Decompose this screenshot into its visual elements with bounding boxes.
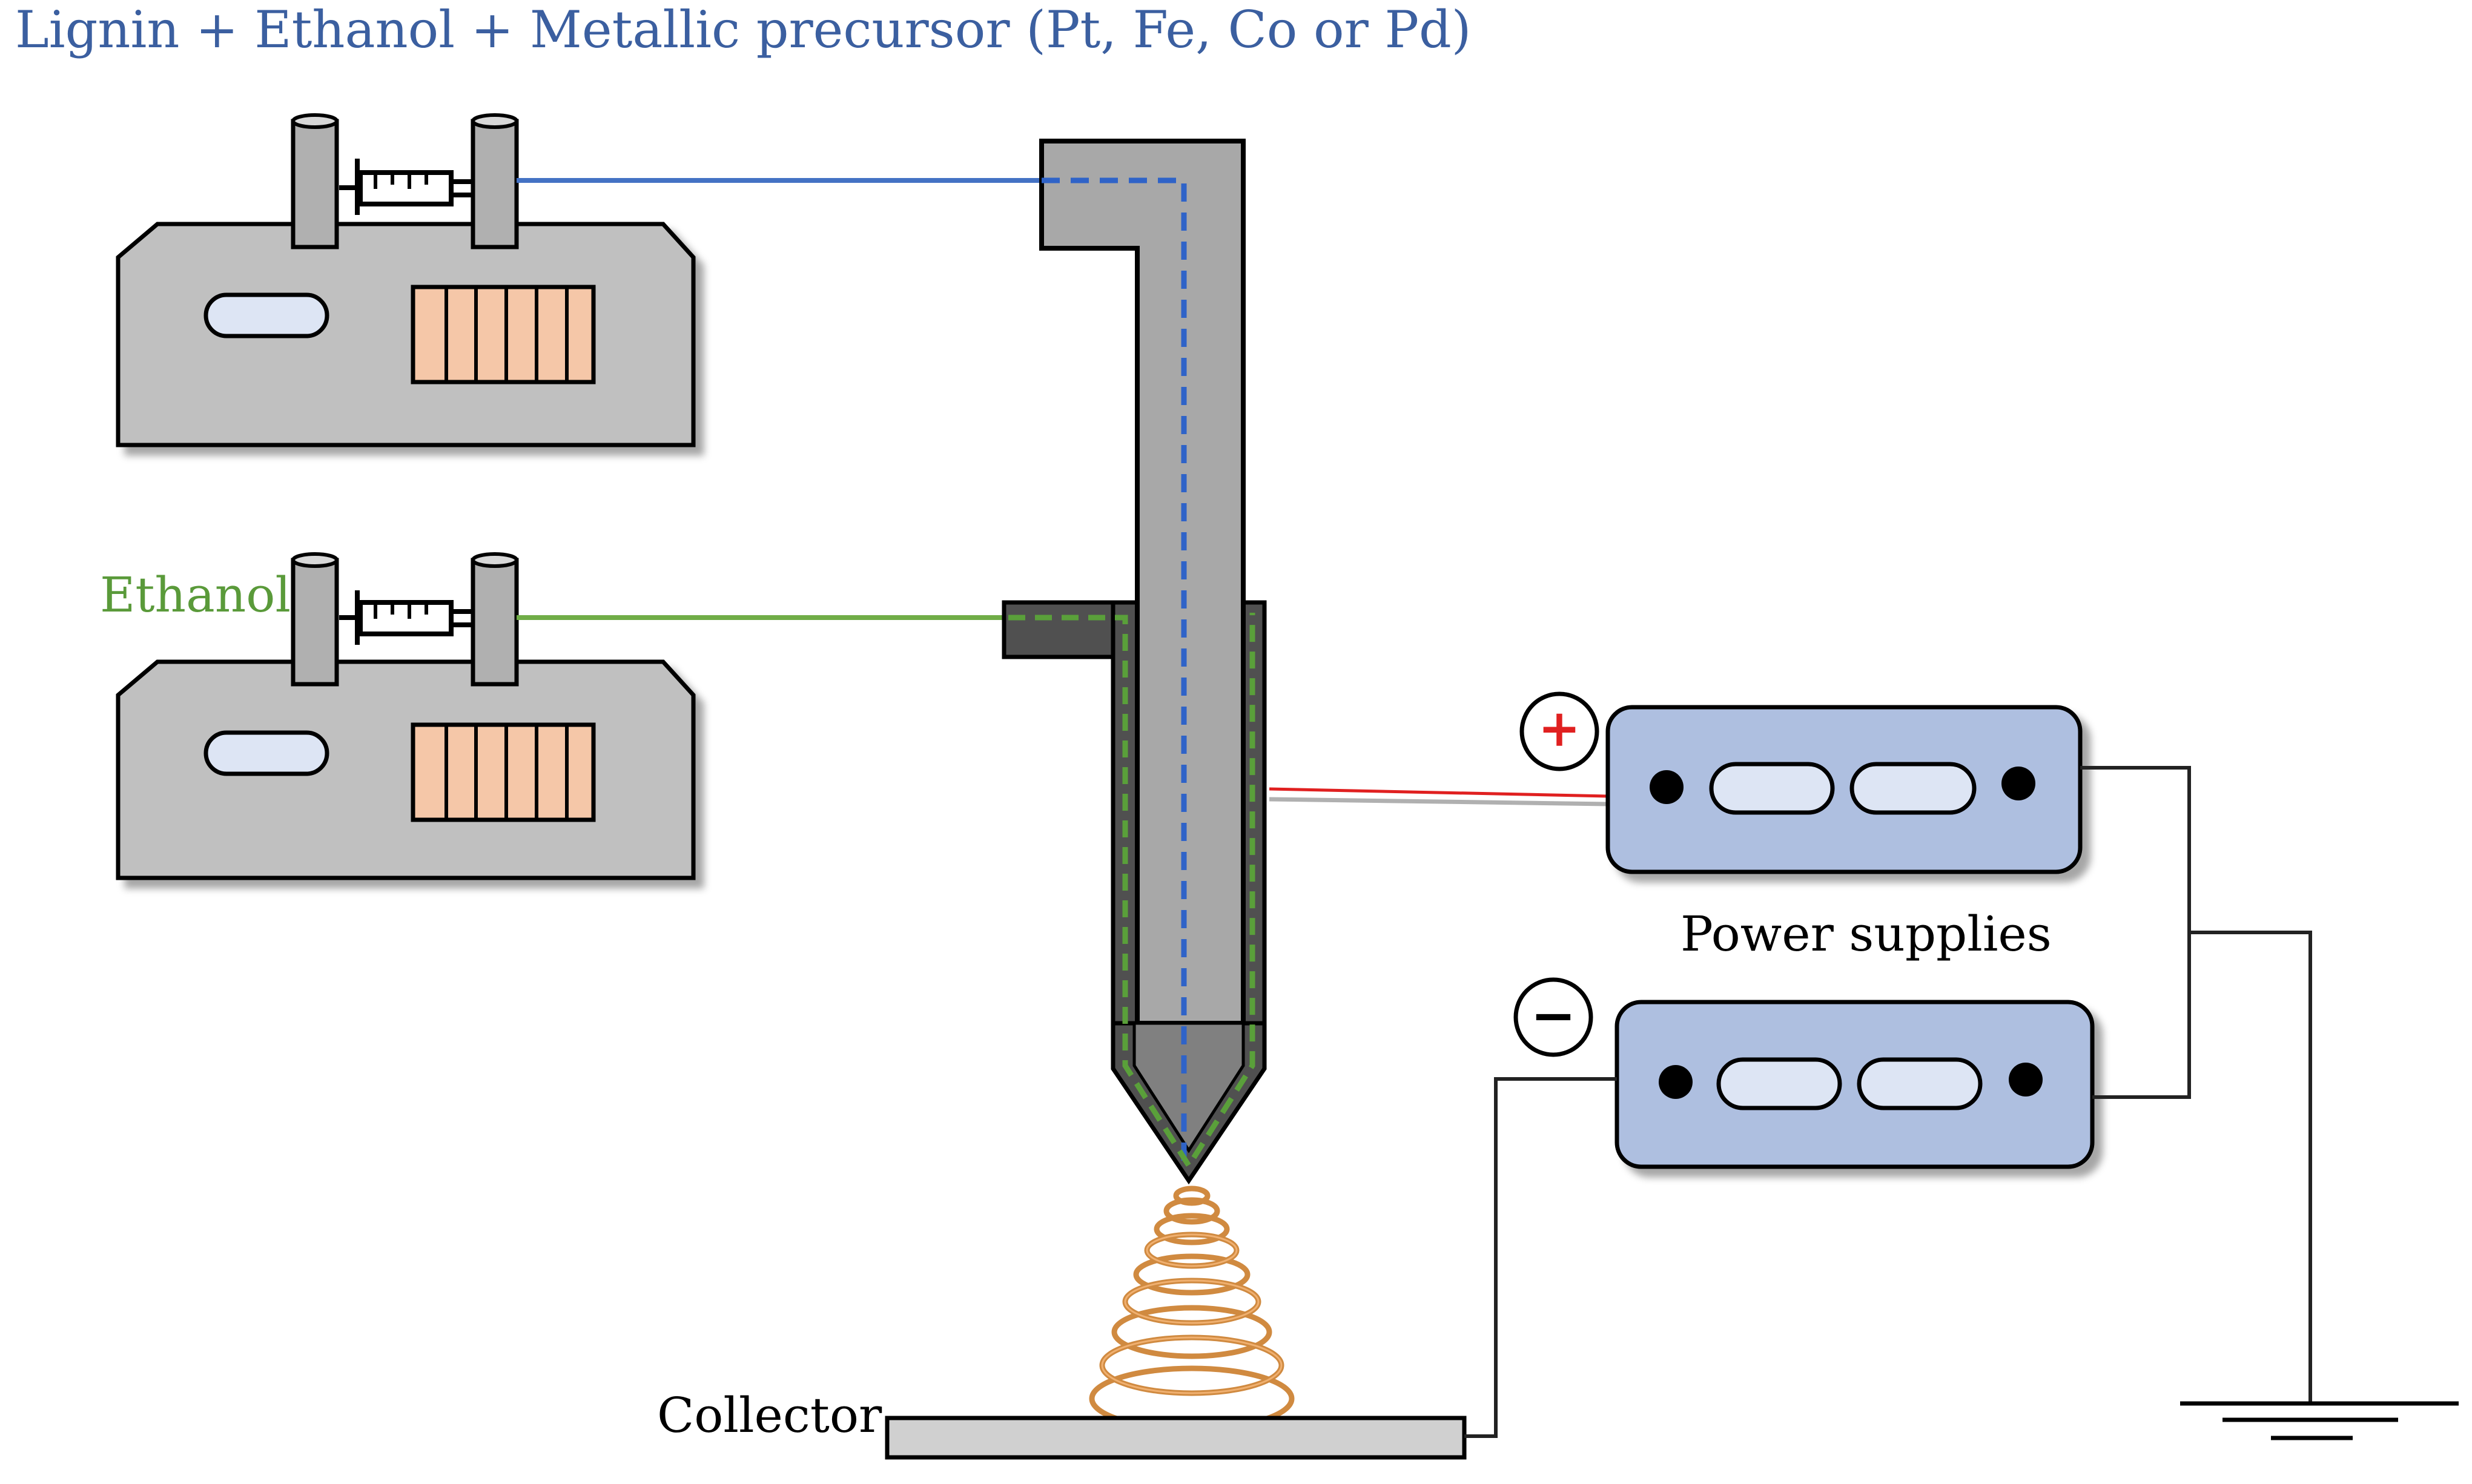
syringe-icon: [339, 159, 471, 215]
syringe-pump-2: [116, 552, 696, 880]
pump-1-keypad: [411, 285, 596, 384]
pump-2-keypad: [411, 722, 596, 822]
pump-1-display: [203, 292, 329, 338]
plus-sign: +: [1538, 698, 1581, 758]
positive-wire-gray: [1269, 797, 1608, 806]
coaxial-nozzle: [1002, 139, 1267, 1185]
power-supply-positive: [1605, 705, 2083, 874]
minus-icon: −: [1513, 977, 1593, 1057]
fiber-spiral-highlight: [1101, 1233, 1283, 1394]
positive-wire-red: [1269, 787, 1608, 798]
collector-plate: [885, 1416, 1467, 1460]
power-supply-negative: [1614, 1000, 2095, 1169]
ethanol-label: Ethanol: [100, 567, 291, 623]
collector-label: Collector: [657, 1387, 882, 1443]
ground-icon: [2180, 1401, 2459, 1440]
power-supplies-label: Power supplies: [1680, 906, 2052, 962]
ground-wiring: [1464, 766, 2312, 1438]
plus-icon: +: [1519, 691, 1599, 771]
minus-sign: −: [1530, 983, 1576, 1047]
syringe-icon: [339, 590, 471, 645]
syringe-pump-1: [116, 113, 696, 447]
title-label: Lignin + Ethanol + Metallic precursor (P…: [15, 0, 1472, 59]
pump-2-display: [203, 730, 329, 776]
